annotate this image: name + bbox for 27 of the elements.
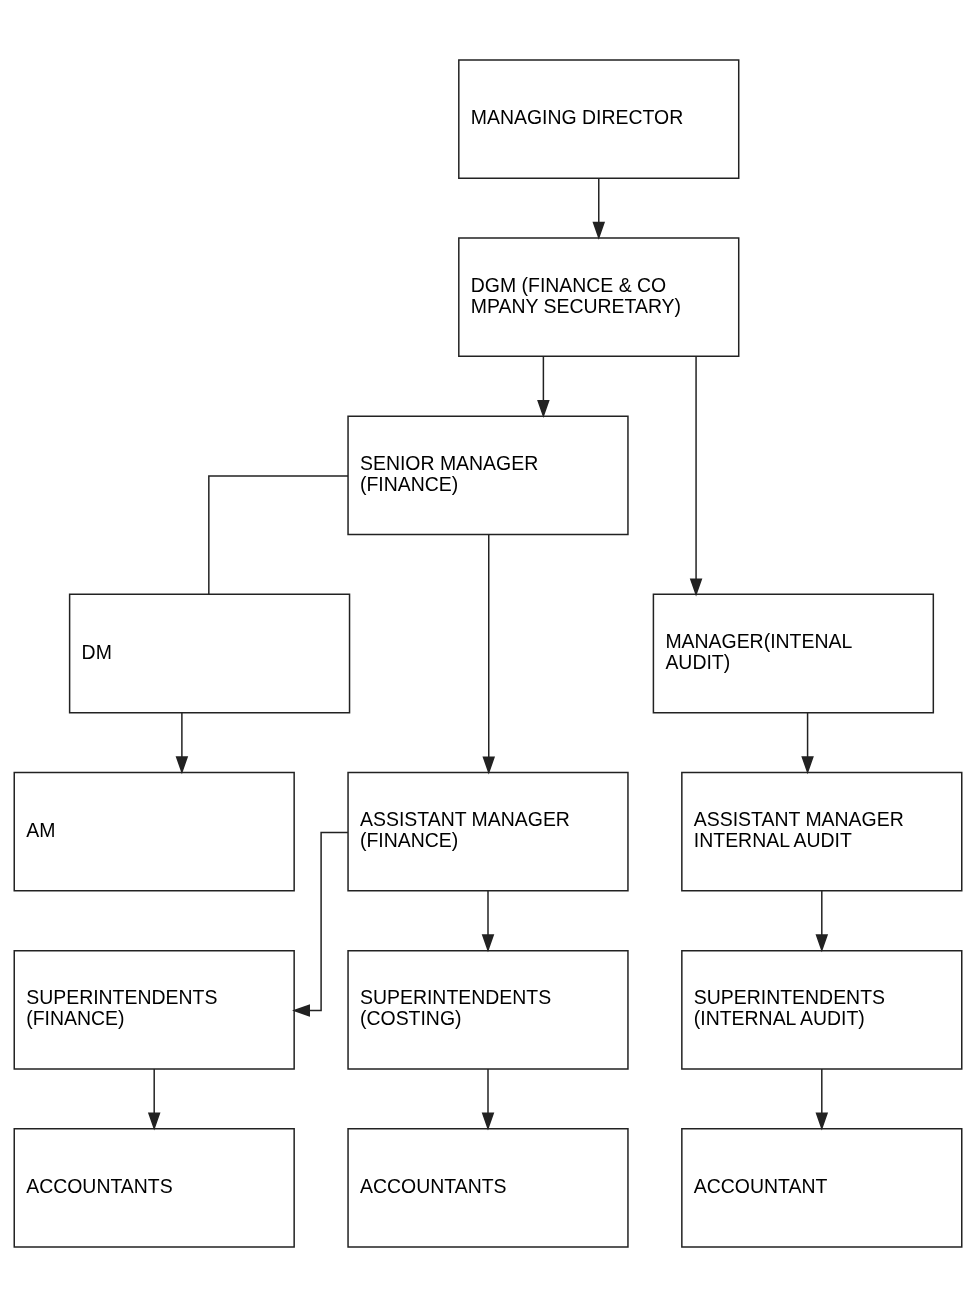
node-box: ASSISTANT MANAGER (FINANCE) — [347, 771, 629, 891]
arrow — [801, 711, 814, 774]
node-box: DGM (FINANCE & CO MPANY SECURETARY) — [458, 236, 740, 357]
connector — [208, 474, 349, 595]
node-box: ACCOUNTANT — [681, 1127, 963, 1248]
arrow — [482, 533, 496, 775]
arrow — [689, 355, 703, 596]
arrow — [175, 711, 189, 774]
arrow — [815, 889, 829, 952]
arrow — [292, 831, 349, 1017]
arrow — [537, 355, 550, 418]
node-box: MANAGING DIRECTOR — [458, 58, 740, 179]
arrow — [815, 1067, 829, 1130]
node-box: MANAGER(INTENAL AUDIT) — [652, 593, 935, 713]
node-box: AM — [13, 771, 295, 891]
node-box: ACCOUNTANTS — [347, 1127, 629, 1248]
node-box: ACCOUNTANTS — [13, 1127, 295, 1248]
node-box: SUPERINTENDENTS (COSTING) — [347, 949, 629, 1070]
arrow — [481, 889, 495, 952]
arrow — [147, 1067, 161, 1130]
arrow — [481, 1067, 495, 1130]
node-box: ASSISTANT MANAGER INTERNAL AUDIT — [681, 771, 963, 891]
node-box: SENIOR MANAGER (FINANCE) — [347, 415, 629, 535]
node-box: DM — [68, 593, 351, 713]
arrow — [592, 177, 606, 240]
node-box: SUPERINTENDENTS (INTERNAL AUDIT) — [681, 949, 963, 1070]
node-box: SUPERINTENDENTS (FINANCE) — [13, 949, 295, 1070]
